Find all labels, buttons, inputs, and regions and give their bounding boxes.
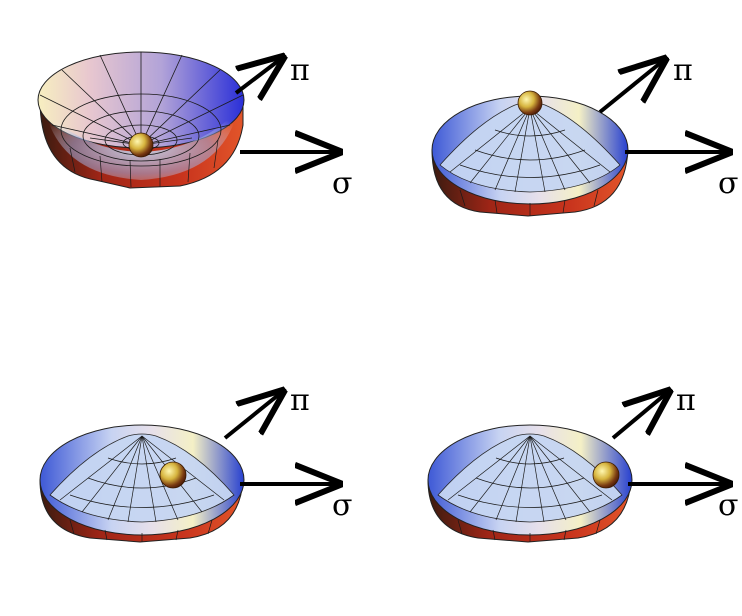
bowl-grid	[39, 52, 244, 167]
hat-grid	[447, 435, 613, 523]
hat-hump	[439, 102, 621, 193]
ball	[517, 90, 543, 116]
panel-2-mexican-hat-unstable: π σ	[431, 53, 738, 217]
sigma-label: σ	[332, 166, 352, 201]
pi-axis-arrow	[223, 392, 282, 440]
pi-label: π	[673, 53, 693, 88]
bowl-shell-grid	[69, 139, 219, 188]
hat-hump	[437, 433, 623, 523]
pi-label: π	[290, 383, 310, 418]
ball	[128, 132, 154, 158]
ball	[592, 461, 620, 489]
panel-1-bowl-potential: π σ	[37, 52, 352, 201]
sigma-label: σ	[718, 488, 738, 523]
panel-4-mexican-hat-vacuum: π σ	[427, 383, 738, 543]
pi-label: π	[290, 53, 310, 88]
hat-grid	[449, 107, 611, 193]
pi-axis-arrow	[598, 60, 664, 114]
ball	[159, 461, 187, 489]
sigma-label: σ	[718, 166, 738, 201]
panel-3-mexican-hat-rolling: π σ	[39, 383, 352, 543]
pi-label: π	[676, 383, 696, 418]
hat-shell-grid	[69, 519, 213, 542]
bowl-inner-surface	[45, 110, 238, 180]
pi-axis-arrow	[234, 58, 282, 93]
hat-shell-grid	[459, 189, 599, 216]
hat-shell-grid	[457, 519, 601, 542]
hat-hump	[49, 433, 235, 523]
pi-axis-arrow	[611, 392, 668, 440]
sigma-label: σ	[332, 488, 352, 523]
